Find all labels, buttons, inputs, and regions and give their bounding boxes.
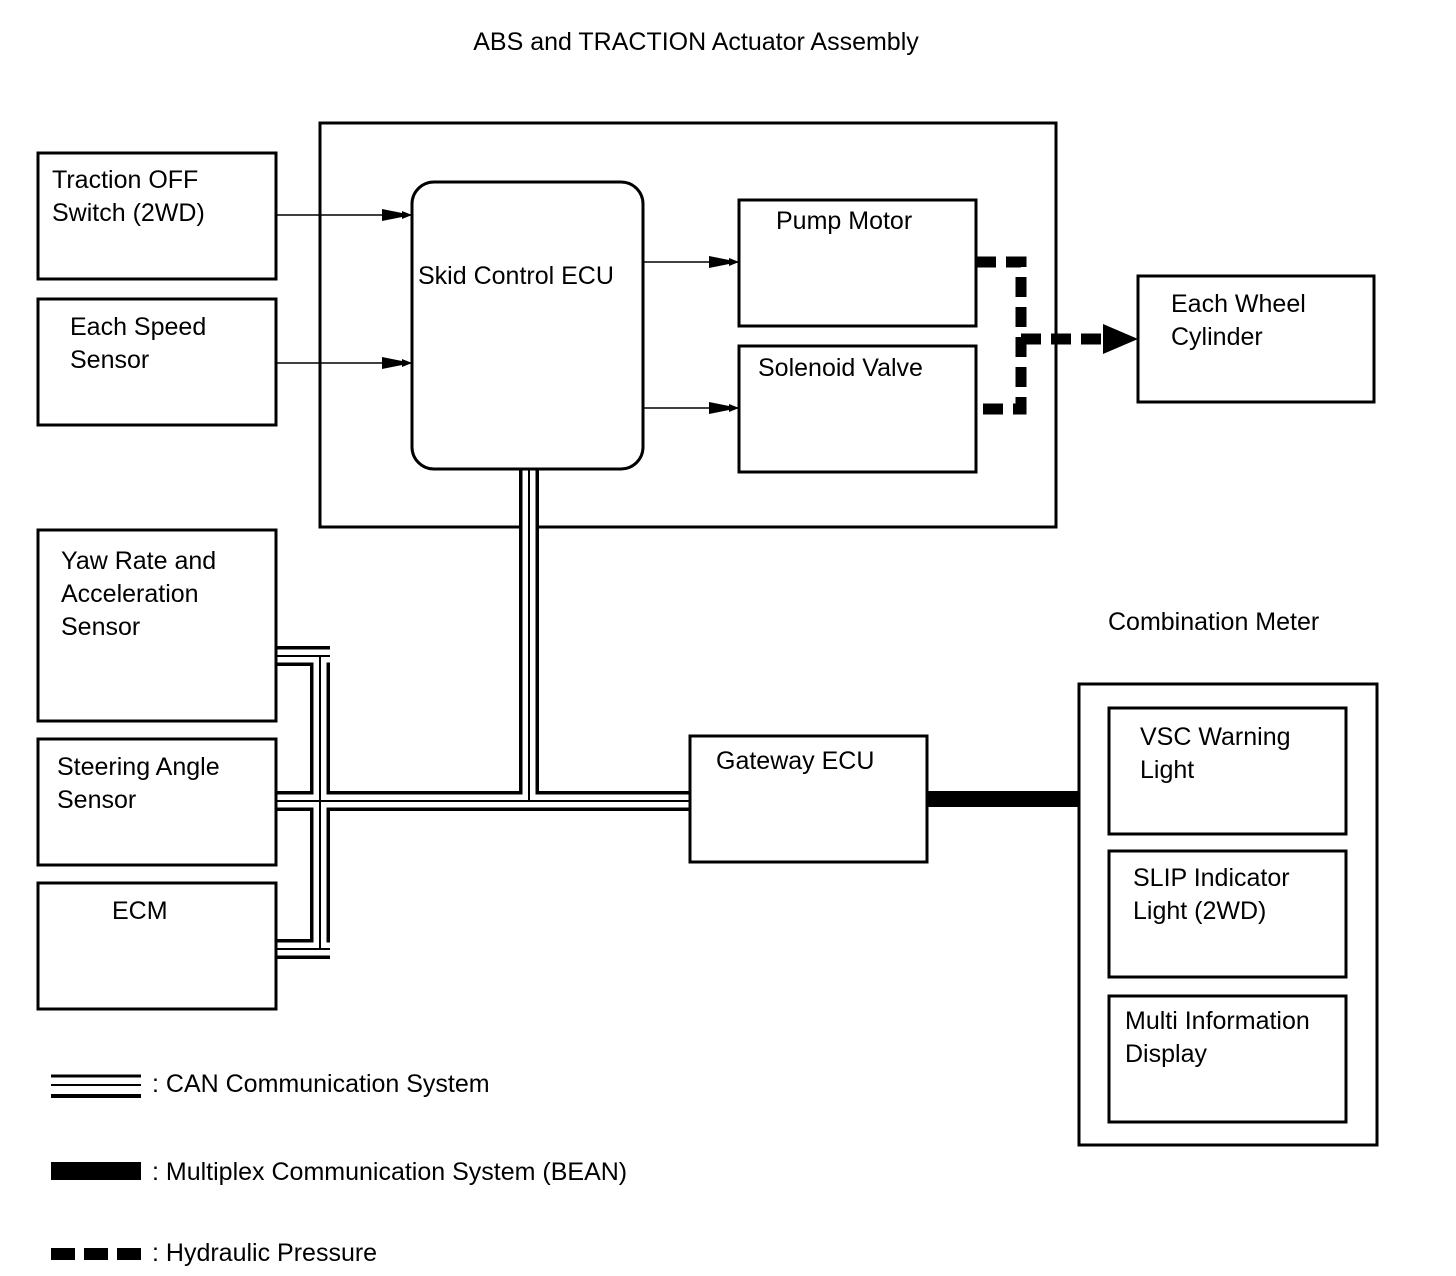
can-bus-lines	[276, 469, 690, 959]
each-wheel-cylinder-box	[1136, 274, 1376, 404]
legend-bean-swatch	[51, 1162, 141, 1180]
multi-information-display-label: Multi Information Display	[1125, 1007, 1317, 1068]
hydraulic-lines	[976, 256, 1103, 415]
vsc-warning-light-box	[1107, 706, 1348, 836]
skid-control-ecu-box	[410, 180, 645, 471]
combination-meter-title: Combination Meter	[1108, 608, 1319, 636]
legend-hydraulic-label: : Hydraulic Pressure	[152, 1239, 377, 1267]
ecm-box	[36, 881, 278, 1011]
vsc-warning-light-label: VSC Warning Light	[1140, 723, 1297, 784]
gateway-ecu-box	[688, 734, 929, 864]
legend-hydraulic-swatch	[51, 1248, 141, 1260]
solenoid-valve-box	[737, 344, 978, 474]
legend-can-swatch	[51, 1074, 141, 1098]
legend-can-label: : CAN Communication System	[152, 1070, 490, 1098]
pump-motor-box	[737, 198, 978, 328]
diagram-title: ABS and TRACTION Actuator Assembly	[473, 28, 919, 56]
each-speed-sensor-label: Each Speed Sensor	[70, 313, 213, 374]
each-speed-sensor-box	[36, 297, 278, 427]
solenoid-valve-label: Solenoid Valve	[758, 354, 923, 382]
legend-bean-label: : Multiplex Communication System (BEAN)	[152, 1158, 627, 1186]
slip-indicator-light-label: SLIP Indicator Light (2WD)	[1133, 864, 1297, 925]
arrowheads	[382, 209, 739, 414]
skid-control-ecu-label: Skid Control ECU	[418, 262, 614, 290]
each-wheel-cylinder-label: Each Wheel Cylinder	[1171, 290, 1313, 351]
multi-information-display-box	[1107, 994, 1348, 1124]
pump-motor-label: Pump Motor	[776, 207, 912, 235]
steering-angle-sensor-box	[36, 737, 278, 867]
gateway-ecu-label: Gateway ECU	[716, 747, 874, 775]
slip-indicator-light-box	[1107, 849, 1348, 979]
ecm-label: ECM	[112, 897, 168, 925]
legend: : CAN Communication System : Multiplex C…	[51, 1070, 627, 1267]
traction-off-switch-label: Traction OFF Switch (2WD)	[52, 166, 205, 227]
yaw-rate-sensor-label: Yaw Rate and Acceleration Sensor	[61, 547, 223, 641]
hydraulic-arrowhead	[1103, 324, 1138, 354]
traction-off-switch-box	[36, 151, 278, 281]
steering-angle-sensor-label: Steering Angle Sensor	[57, 753, 227, 814]
yaw-rate-sensor-box	[36, 528, 278, 723]
